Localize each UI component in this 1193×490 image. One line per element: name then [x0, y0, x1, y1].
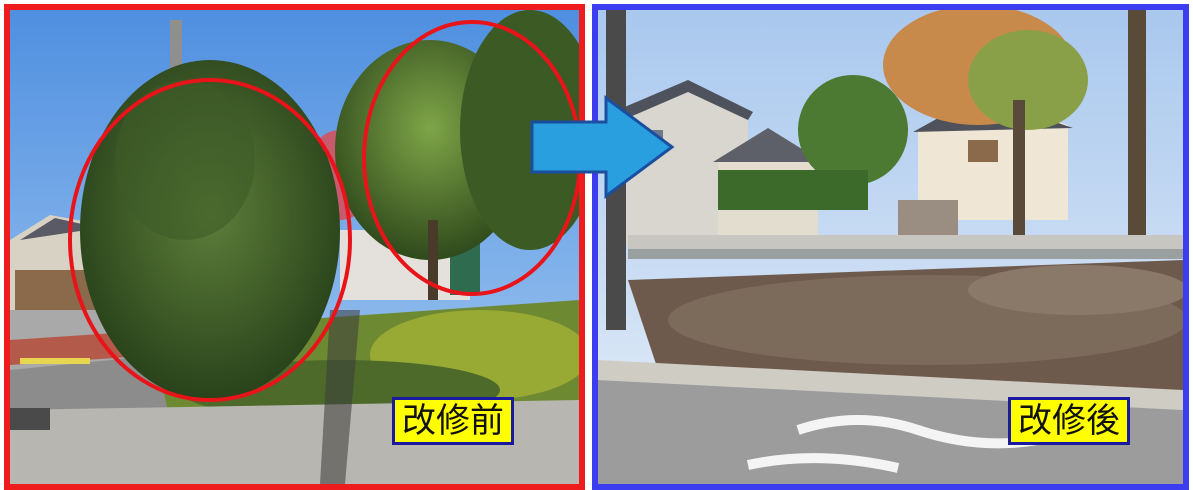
before-photo-panel [4, 4, 585, 490]
before-caption: 改修前 [392, 397, 514, 445]
before-photo [10, 10, 579, 484]
after-caption: 改修後 [1008, 397, 1130, 445]
right-arrow-icon [530, 95, 675, 199]
highlight-ellipse-bush [68, 78, 352, 402]
highlight-ellipse-tree [362, 20, 579, 296]
